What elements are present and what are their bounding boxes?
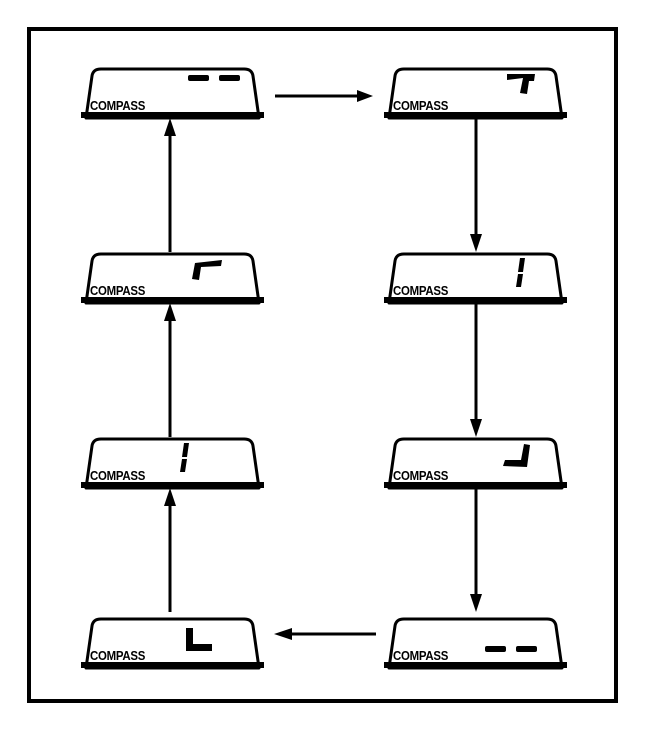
compass-unit-6[interactable]: COMPASS bbox=[70, 612, 275, 670]
compass-bezel bbox=[384, 67, 567, 120]
arrow-unit5-to-unit6 bbox=[272, 624, 376, 644]
compass-unit-label: COMPASS bbox=[393, 98, 449, 113]
arrow-unit3-to-unit4 bbox=[466, 303, 486, 437]
compass-unit-label: COMPASS bbox=[90, 98, 146, 113]
compass-unit-label: COMPASS bbox=[393, 648, 449, 663]
figure-border bbox=[27, 27, 618, 703]
lcd-segment-vertical-bar bbox=[477, 253, 563, 299]
lcd-segment-corner-L-shape bbox=[174, 618, 260, 664]
compass-bezel bbox=[384, 617, 567, 670]
lcd-segment-top-left-corner-hook bbox=[174, 253, 260, 299]
arrow-unit2-to-unit3 bbox=[466, 118, 486, 252]
compass-unit-4[interactable]: COMPASS bbox=[373, 432, 578, 490]
compass-unit-label: COMPASS bbox=[90, 283, 146, 298]
compass-unit-8[interactable]: COMPASS bbox=[70, 247, 275, 305]
compass-bezel bbox=[81, 617, 264, 670]
compass-unit-label: COMPASS bbox=[393, 468, 449, 483]
compass-bezel bbox=[81, 437, 264, 490]
lcd-segment-two-dashes-upper bbox=[174, 68, 260, 114]
compass-bezel bbox=[384, 437, 567, 490]
lcd-segment-top-right-corner-hook bbox=[477, 68, 563, 114]
lcd-segment-two-dashes-lower bbox=[477, 618, 563, 664]
arrow-unit6-to-unit7 bbox=[160, 488, 180, 612]
arrow-unit8-to-unit1 bbox=[160, 118, 180, 252]
arrow-unit7-to-unit8 bbox=[160, 303, 180, 437]
arrow-unit1-to-unit2 bbox=[275, 86, 375, 106]
lcd-segment-bottom-left-hook bbox=[477, 438, 563, 484]
compass-unit-1[interactable]: COMPASS bbox=[70, 62, 275, 120]
compass-bezel bbox=[81, 67, 264, 120]
compass-unit-7[interactable]: COMPASS bbox=[70, 432, 275, 490]
compass-unit-label: COMPASS bbox=[90, 648, 146, 663]
compass-unit-3[interactable]: COMPASS bbox=[373, 247, 578, 305]
compass-unit-5[interactable]: COMPASS bbox=[373, 612, 578, 670]
compass-bezel bbox=[384, 252, 567, 305]
compass-unit-label: COMPASS bbox=[393, 283, 449, 298]
compass-unit-2[interactable]: COMPASS bbox=[373, 62, 578, 120]
arrow-unit4-to-unit5 bbox=[466, 488, 486, 612]
compass-unit-label: COMPASS bbox=[90, 468, 146, 483]
lcd-segment-vertical-bar bbox=[174, 438, 260, 484]
